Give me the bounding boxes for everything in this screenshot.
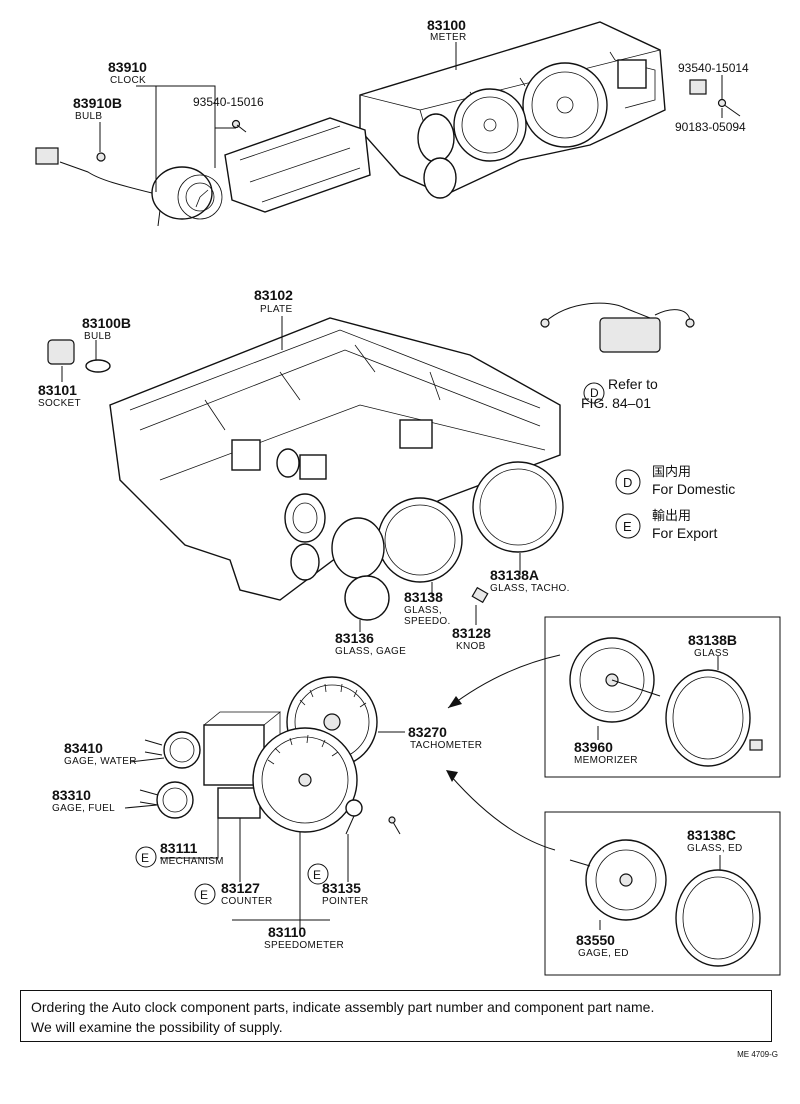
clock-name: CLOCK <box>110 75 146 86</box>
figure-code: ME 4709-G <box>737 1050 778 1059</box>
mechanism-region: E <box>141 851 149 865</box>
meter-assembly-drawing <box>359 21 666 199</box>
refer-region: D <box>590 386 599 400</box>
cluster-exploded-drawing <box>139 676 401 835</box>
counter-name: COUNTER <box>221 896 273 907</box>
tachometer-name: TACHOMETER <box>410 740 482 751</box>
socket-number: 83101 <box>38 382 77 398</box>
middle-leaders <box>281 316 521 632</box>
glasses-drawing <box>284 461 564 621</box>
knob-number: 83128 <box>452 625 491 641</box>
plate-drawing <box>109 317 561 601</box>
refer-line2: FIG. 84–01 <box>581 395 651 411</box>
plate-number: 83102 <box>254 287 293 303</box>
ordering-note-line2: We will examine the possibility of suppl… <box>31 1019 283 1035</box>
wire-harness-drawing <box>540 302 695 353</box>
glass-speedo-name1: GLASS, <box>404 605 442 616</box>
mechanism-number: 83111 <box>160 840 198 856</box>
glass-speedo-name2: SPEEDO. <box>404 616 451 627</box>
mechanism-name: MECHANISM <box>160 856 224 867</box>
refer-line1: Refer to <box>608 376 658 392</box>
counter-number: 83127 <box>221 880 260 896</box>
pointer-number: 83135 <box>322 880 361 896</box>
glass-gage-name: GLASS, GAGE <box>335 646 406 657</box>
top-leaders <box>99 42 723 192</box>
gage-fuel-name: GAGE, FUEL <box>52 803 115 814</box>
meter-name: METER <box>430 32 467 43</box>
pointer-region: E <box>313 868 321 882</box>
clock-drawing <box>35 147 223 227</box>
callout-arrows <box>446 654 561 851</box>
gage-water-number: 83410 <box>64 740 103 756</box>
glass-ed-name: GLASS, ED <box>687 843 743 854</box>
legend-d-en: For Domestic <box>652 481 735 497</box>
clock-number: 83910 <box>108 59 147 75</box>
ordering-note-line1: Ordering the Auto clock component parts,… <box>31 999 655 1015</box>
meter-lens-drawing <box>224 117 371 213</box>
bulb-number: 83100B <box>82 315 131 331</box>
clock-bulb-number: 83910B <box>73 95 122 111</box>
screw-top-number: 93540-15016 <box>193 95 264 109</box>
gage-fuel-number: 83310 <box>52 787 91 803</box>
counter-region: E <box>200 888 208 902</box>
screw-right-number: 93540-15014 <box>678 61 749 75</box>
speedometer-name: SPEEDOMETER <box>264 940 344 951</box>
legend-e-jp: 輸出用 <box>652 508 691 523</box>
glass-gage-number: 83136 <box>335 630 374 646</box>
ordering-note: Ordering the Auto clock component parts,… <box>20 990 772 1042</box>
legend-e-en: For Export <box>652 525 717 541</box>
memorizer-name: MEMORIZER <box>574 755 638 766</box>
memorizer-number: 83960 <box>574 739 613 755</box>
legend-d-jp: 国内用 <box>652 464 691 479</box>
clip-right-number: 90183-05094 <box>675 120 746 134</box>
glass-ed-number: 83138C <box>687 827 736 843</box>
lower-leaders <box>124 731 405 932</box>
region-markers <box>135 382 641 905</box>
gage-water-name: GAGE, WATER <box>64 756 137 767</box>
plate-name: PLATE <box>260 304 292 315</box>
meter-number: 83100 <box>427 17 466 33</box>
gage-ed-number: 83550 <box>576 932 615 948</box>
legend-e-region: E <box>623 519 632 534</box>
inset-box-memorizer <box>544 616 781 778</box>
clock-bulb-name: BULB <box>75 111 102 122</box>
pointer-name: POINTER <box>322 896 369 907</box>
glass-b-name: GLASS <box>694 648 729 659</box>
glass-tacho-number: 83138A <box>490 567 539 583</box>
tachometer-number: 83270 <box>408 724 447 740</box>
inset-box-gage-ed <box>544 811 781 976</box>
gage-ed-name: GAGE, ED <box>578 948 629 959</box>
legend-d-region: D <box>623 475 632 490</box>
knob-name: KNOB <box>456 641 486 652</box>
bulb-name: BULB <box>84 331 111 342</box>
glass-b-number: 83138B <box>688 632 737 648</box>
socket-name: SOCKET <box>38 398 81 409</box>
glass-tacho-name: GLASS, TACHO. <box>490 583 570 594</box>
clip-screw-drawing <box>231 79 741 133</box>
glass-speedo-number: 83138 <box>404 589 443 605</box>
bulb-socket-drawing <box>47 339 111 382</box>
speedometer-number: 83110 <box>268 924 306 940</box>
